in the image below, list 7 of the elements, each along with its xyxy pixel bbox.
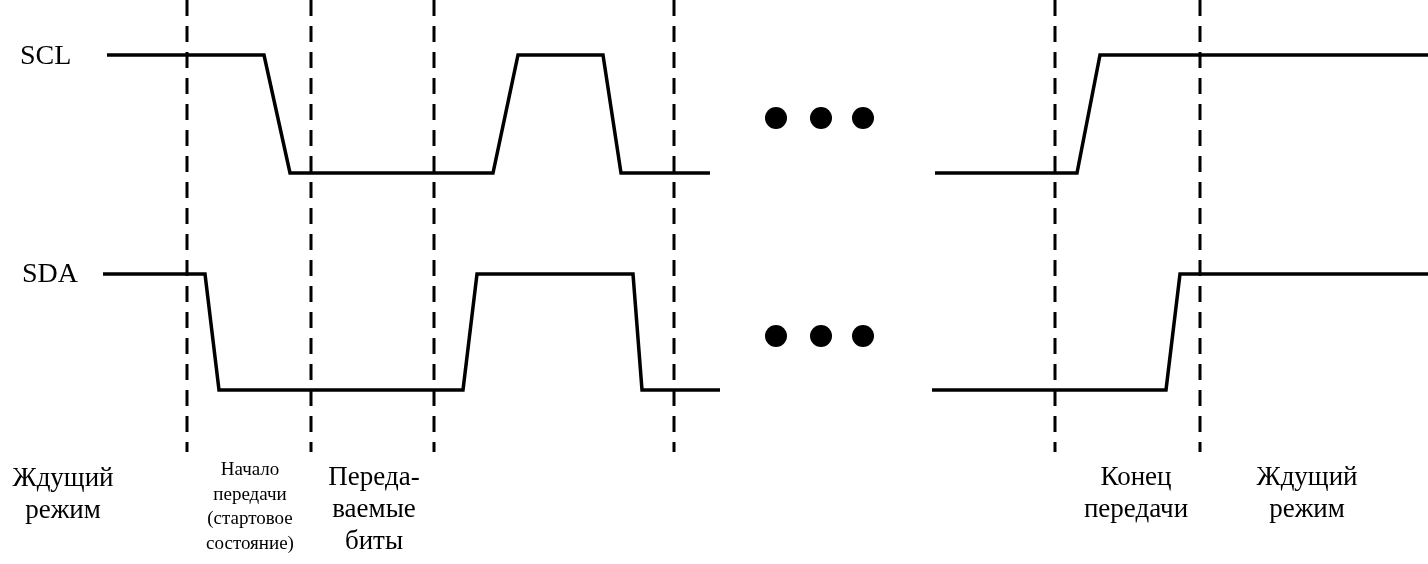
signal-name: SDA [22, 256, 79, 290]
phase-label: Конец передачи [1082, 461, 1190, 525]
signal-name: SCL [20, 38, 73, 72]
phase-label: Ждущий режим [11, 462, 115, 526]
phase-label: Начало передачи (стартовое состояние) [205, 457, 295, 556]
phase-label: Ждущий режим [1255, 461, 1359, 525]
phase-label: Переда- ваемые биты [327, 461, 421, 557]
